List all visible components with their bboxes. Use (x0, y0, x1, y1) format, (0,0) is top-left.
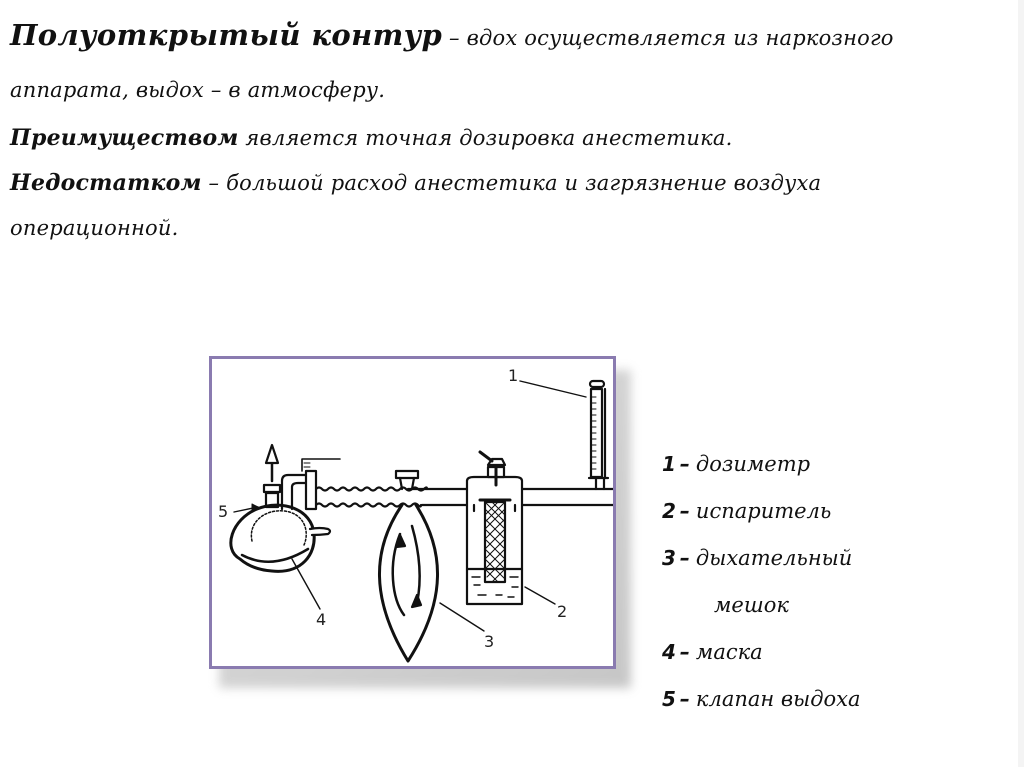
heading-line-2: аппарата, выдох – в атмосферу. (10, 78, 386, 102)
callout-1: 1 (508, 366, 518, 385)
dosimeter-stem (594, 476, 606, 491)
legend-item-breathing-bag: 3–дыхательный (662, 546, 852, 570)
legend-dash: – (679, 452, 690, 476)
disadvantage-text: – большой расход анестетика и загрязнени… (201, 171, 822, 195)
fresh-gas-tab-hatch (303, 462, 311, 468)
callout-2: 2 (557, 602, 567, 621)
disadvantage-line-2: операционной. (10, 216, 179, 240)
legend-dash: – (679, 546, 690, 570)
callout-3: 3 (484, 632, 494, 651)
legend-label: маска (695, 640, 763, 664)
valve-body (264, 491, 280, 509)
advantage-text: является точная дозировка анестетика. (238, 126, 733, 150)
vaporizer-handle (478, 450, 494, 463)
bag-cap (394, 469, 420, 480)
disadvantage-line: Недостатком – большой расход анестетика … (10, 170, 821, 196)
legend-dash: – (679, 687, 690, 711)
legend-number: 3 (662, 546, 676, 570)
exhaust-arrow-head (264, 443, 280, 465)
mask-inner (250, 510, 307, 546)
valve-cap (262, 483, 282, 494)
legend-item-mask: 4–маска (662, 640, 763, 664)
dosimeter-scale (591, 396, 597, 470)
heading-dash: – (442, 26, 467, 50)
legend-dash: – (679, 640, 690, 664)
advantage-line: Преимуществом является точная дозировка … (10, 125, 732, 151)
callout-line-1 (519, 380, 587, 398)
heading-line-1: Полуоткрытый контур – вдох осуществляетс… (10, 18, 894, 52)
hose-coupling (304, 469, 318, 511)
callout-line-3 (439, 602, 485, 632)
callout-line-2 (524, 586, 556, 605)
figure-frame: 1 2 3 4 5 (209, 356, 616, 669)
disadvantage-label: Недостатком (10, 170, 202, 196)
vaporizer-wick (483, 500, 507, 584)
legend-number: 4 (662, 640, 676, 664)
callout-numbers: 1 2 3 4 5 (218, 366, 567, 651)
legend-label: испаритель (695, 499, 832, 523)
callout-line-4 (291, 558, 321, 610)
vaporizer-inlets (472, 503, 517, 513)
advantage-label: Преимуществом (10, 125, 239, 151)
callout-5: 5 (218, 502, 228, 521)
fresh-gas-tab (301, 458, 341, 472)
legend-label: клапан выдоха (695, 687, 861, 711)
liquid-marks (471, 576, 519, 598)
legend-item-vaporizer: 2–испаритель (662, 499, 831, 523)
legend-number: 1 (662, 452, 676, 476)
legend-dash: – (679, 499, 690, 523)
heading-title: Полуоткрытый контур (10, 18, 443, 52)
circuit-diagram-figure: 1 2 3 4 5 (209, 356, 631, 688)
callout-arrow-5 (251, 503, 259, 511)
elbow-connector (280, 473, 310, 511)
bag-arrow-down-head (410, 593, 423, 609)
breathing-bag (378, 503, 439, 663)
mask-strap-clip (308, 526, 332, 537)
dosimeter-cap (588, 379, 606, 389)
legend-item-exhalation-valve: 5–клапан выдоха (662, 687, 861, 711)
bag-arrow-down-path (410, 524, 421, 605)
circuit-diagram: 1 2 3 4 5 (218, 366, 613, 663)
corrugated-hose-bottom (314, 502, 423, 508)
slide-right-edge (1018, 0, 1024, 767)
heading-description: вдох осуществляется из наркозного (466, 26, 894, 50)
bag-neck (398, 476, 416, 491)
legend-label: дозиметр (695, 452, 811, 476)
callout-4: 4 (316, 610, 326, 629)
bag-arrow-up-head (394, 533, 407, 549)
legend-number: 2 (662, 499, 676, 523)
legend-item-dosimeter: 1–дозиметр (662, 452, 810, 476)
legend-number: 5 (662, 687, 676, 711)
mask-rim (240, 547, 310, 563)
legend-item-breathing-bag-cont: мешок (714, 593, 789, 617)
legend-label: дыхательный (695, 546, 853, 570)
